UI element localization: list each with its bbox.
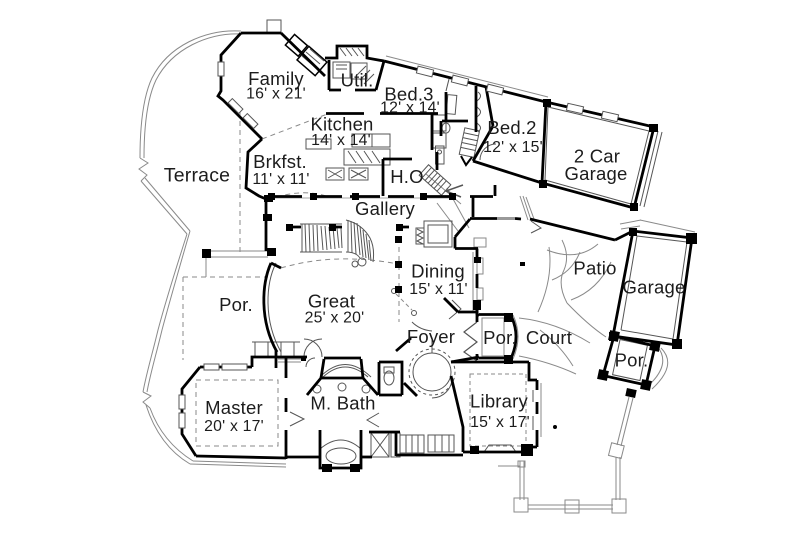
svg-text:15' x 11': 15' x 11' — [409, 281, 467, 298]
svg-text:H.O: H.O — [390, 166, 424, 187]
svg-text:Bed.2: Bed.2 — [487, 117, 536, 138]
svg-text:Garage: Garage — [565, 163, 628, 184]
svg-text:M. Bath: M. Bath — [310, 393, 375, 414]
svg-text:Foyer: Foyer — [407, 326, 455, 347]
svg-text:Terrace: Terrace — [164, 165, 230, 187]
svg-text:16' x 21': 16' x 21' — [246, 86, 306, 103]
svg-text:11' x 11': 11' x 11' — [252, 171, 309, 188]
svg-text:Por.: Por. — [219, 294, 253, 315]
svg-text:14' x 14': 14' x 14' — [311, 132, 371, 149]
svg-text:Great: Great — [308, 291, 355, 312]
svg-text:Master: Master — [205, 397, 263, 418]
svg-text:Library: Library — [470, 391, 528, 412]
svg-text:12' x 15': 12' x 15' — [483, 139, 543, 156]
svg-text:Gallery: Gallery — [355, 198, 416, 219]
svg-text:Por.: Por. — [483, 327, 517, 348]
svg-text:Por.: Por. — [615, 350, 649, 371]
svg-text:Patio: Patio — [573, 258, 616, 279]
svg-text:25' x 20': 25' x 20' — [305, 310, 365, 327]
svg-text:Family: Family — [248, 68, 304, 89]
svg-text:12' x 14': 12' x 14' — [380, 100, 440, 117]
svg-text:Util.: Util. — [341, 70, 374, 91]
svg-text:20' x 17': 20' x 17' — [204, 418, 264, 435]
svg-text:Kitchen: Kitchen — [310, 114, 373, 135]
svg-text:Dining: Dining — [411, 261, 465, 282]
svg-text:Court: Court — [526, 327, 572, 348]
svg-text:15' x 17': 15' x 17' — [470, 414, 530, 431]
svg-text:Garage: Garage — [623, 277, 686, 298]
svg-text:Bed.3: Bed.3 — [384, 84, 433, 105]
svg-text:2 Car: 2 Car — [574, 146, 620, 167]
svg-text:Brkfst.: Brkfst. — [253, 151, 307, 172]
